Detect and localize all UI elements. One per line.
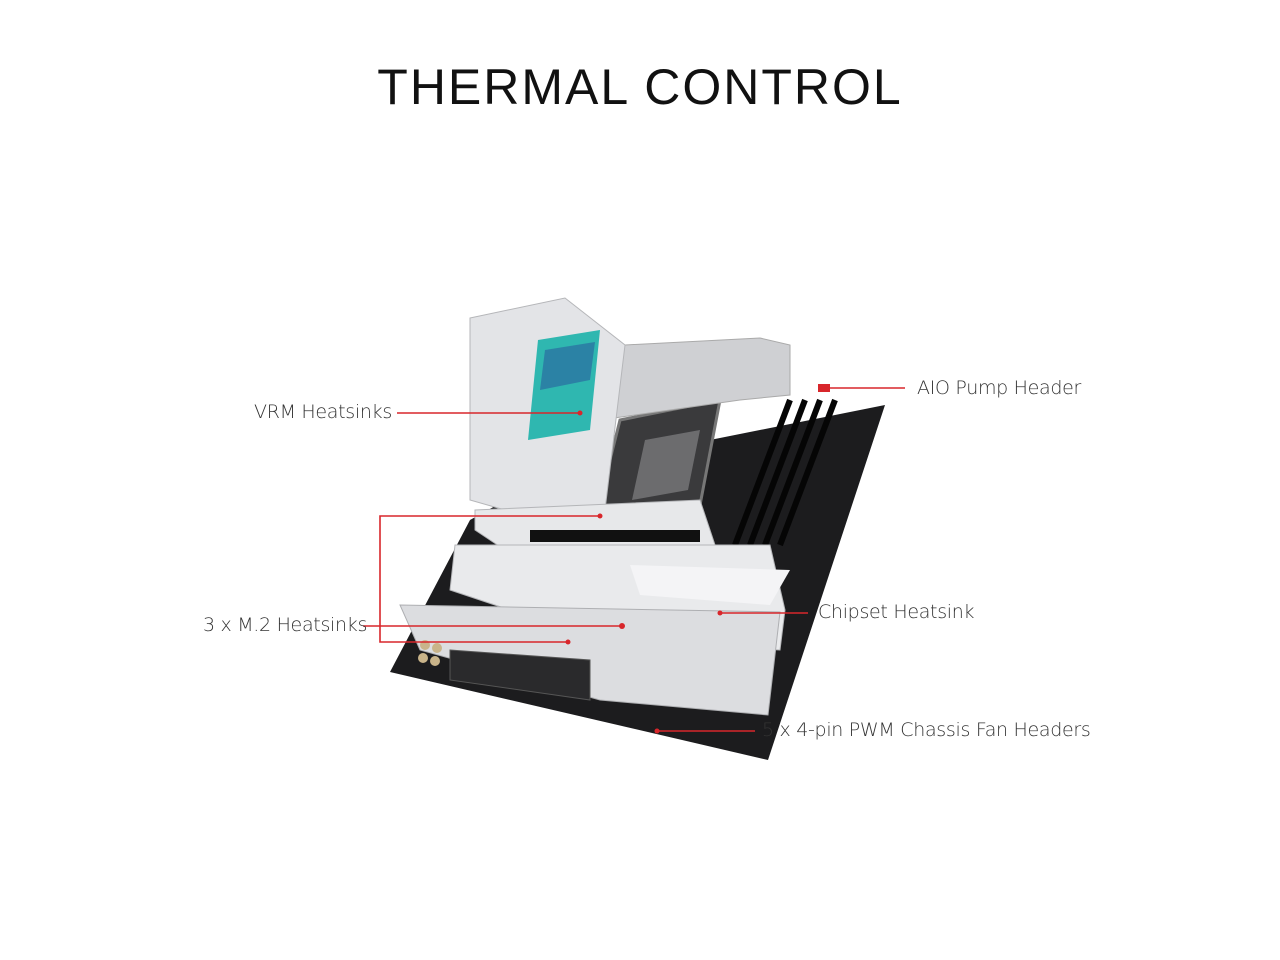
- pcie-slot: [449, 649, 591, 701]
- ram-slots: [732, 398, 838, 547]
- vrm-heatsinks-label: VRM Heatsinks: [254, 401, 392, 423]
- callout-dots: [565, 410, 723, 734]
- fan-headers-label: 5 x 4-pin PWM Chassis Fan Headers: [762, 719, 1091, 741]
- chipset-heatsink-label: Chipset Heatsink: [818, 601, 975, 623]
- page-title: THERMAL CONTROL: [377, 59, 903, 115]
- callout-lines: [363, 387, 905, 732]
- m2-callout-bracket: [379, 515, 600, 643]
- aio-pump-header-label: AIO Pump Header: [917, 377, 1082, 399]
- m2-heatsinks-label: 3 x M.2 Heatsinks: [203, 614, 368, 636]
- aio-pump-header-marker: [818, 384, 830, 392]
